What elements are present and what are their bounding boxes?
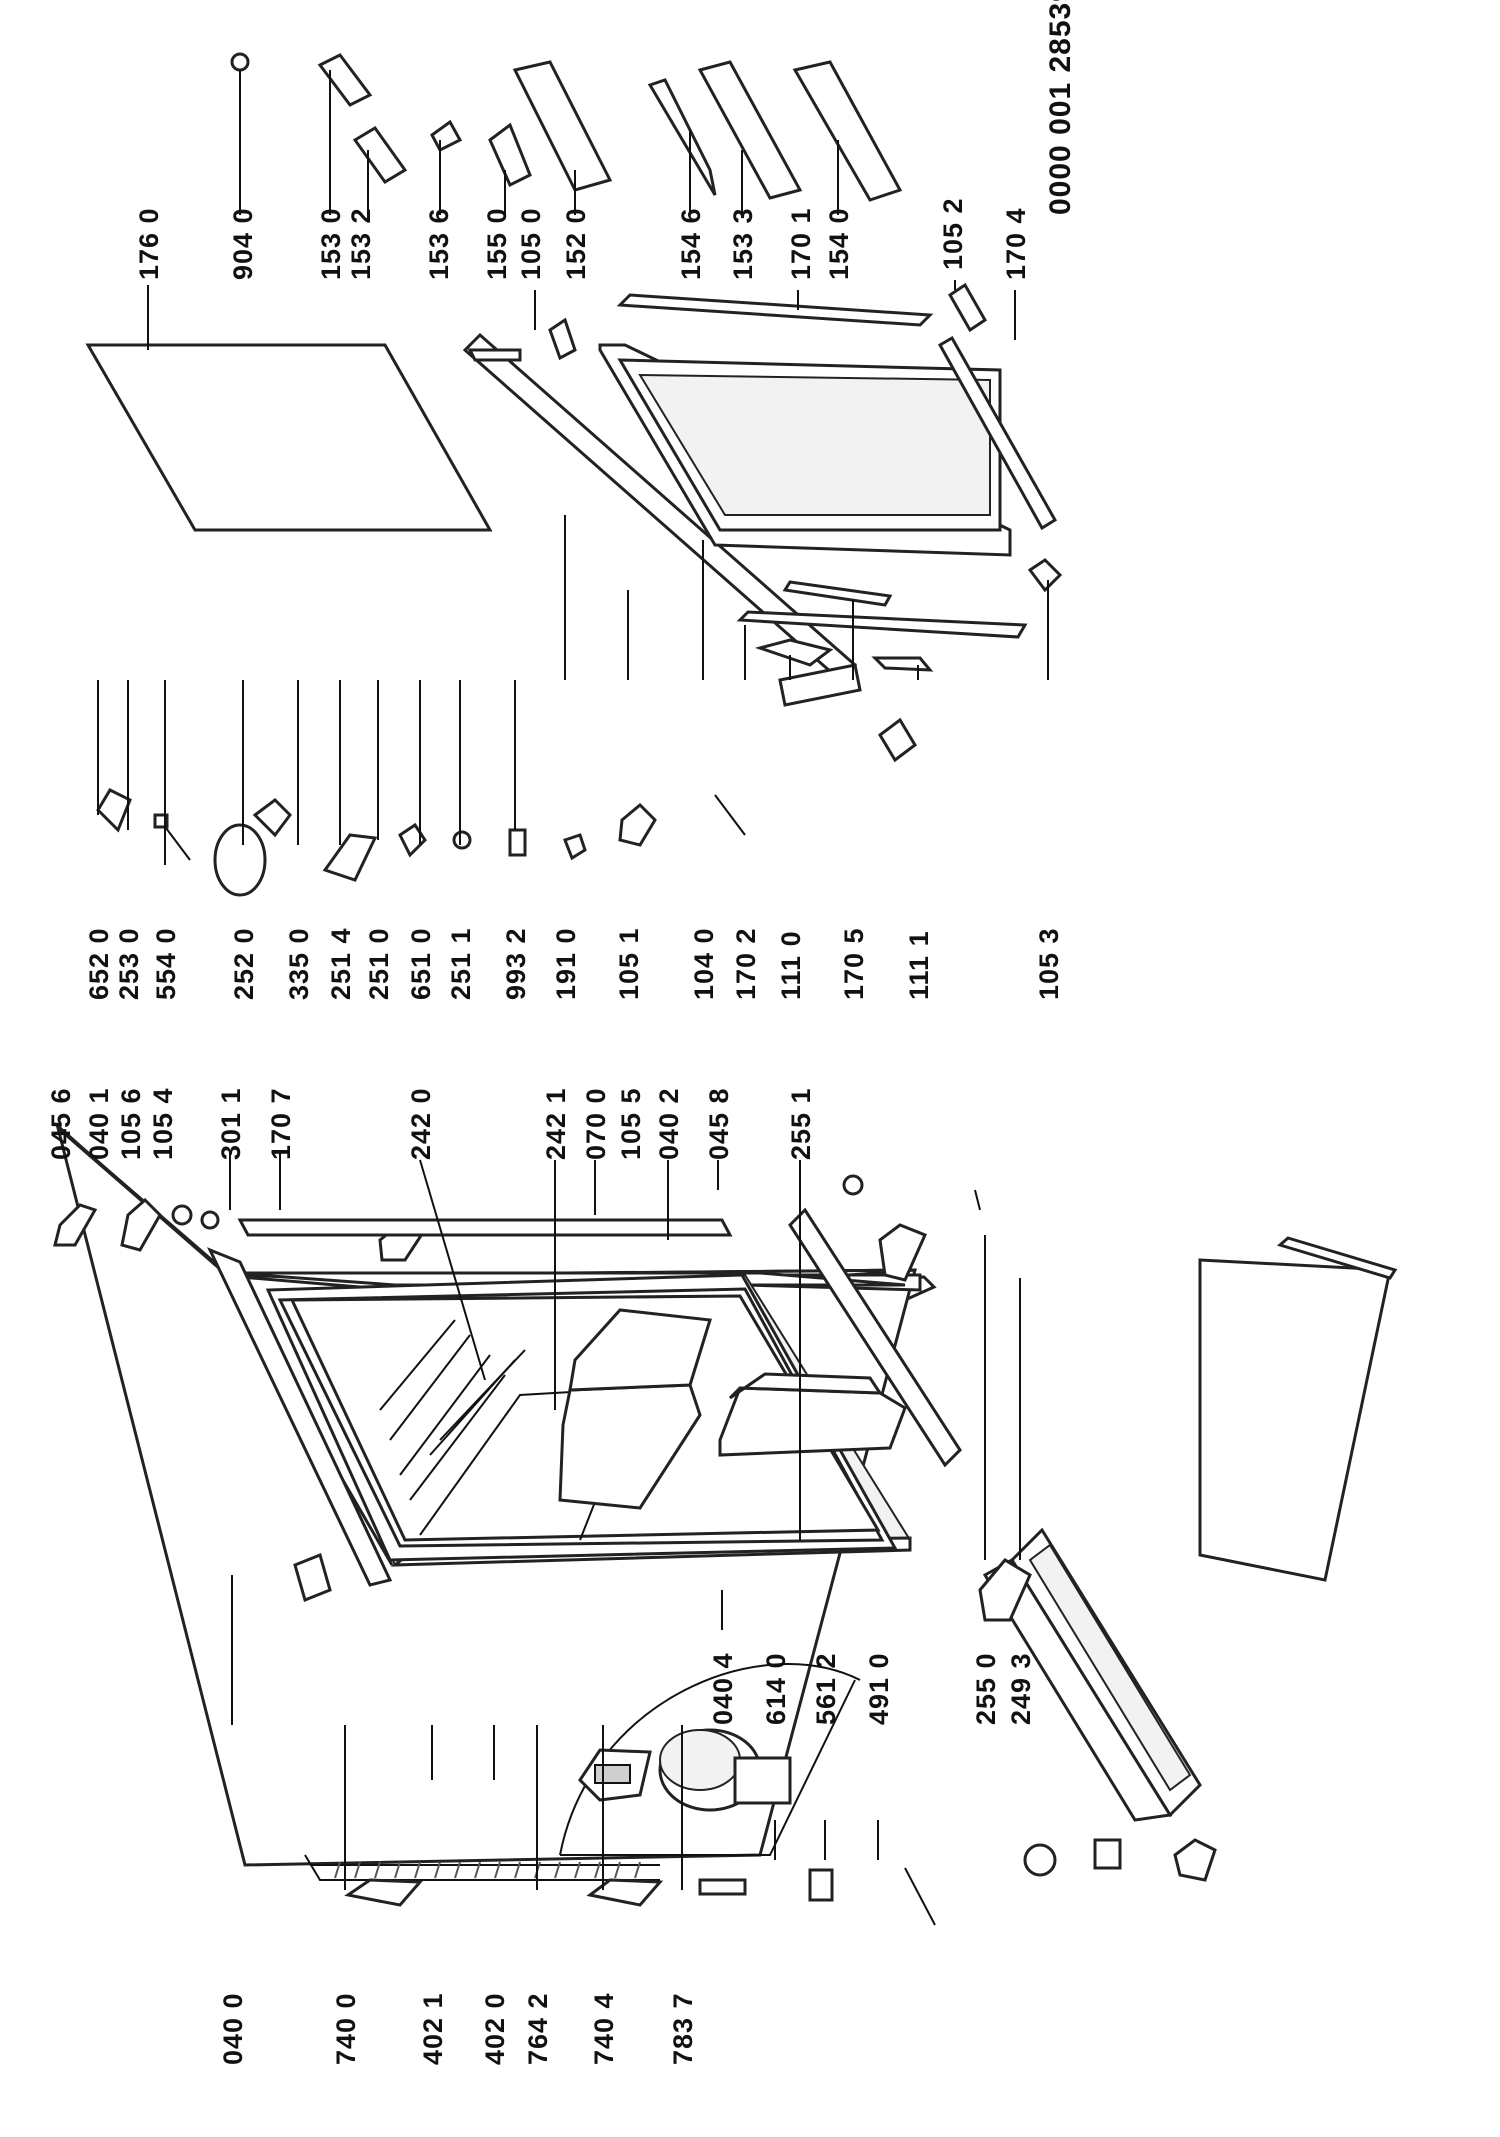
label-170-1: 170 1 (786, 207, 816, 280)
part-labels: 0000 001 28539 176 0 904 0 153 0 153 2 1… (46, 0, 1077, 2065)
label-105-1: 105 1 (614, 927, 644, 1000)
label-255-1: 255 1 (786, 1087, 816, 1160)
label-105-6: 105 6 (116, 1087, 146, 1160)
label-242-1: 242 1 (541, 1087, 571, 1160)
label-402-1: 402 1 (418, 1992, 448, 2065)
label-783-7: 783 7 (668, 1992, 698, 2065)
label-040-4: 040 4 (708, 1652, 738, 1725)
label-176-0: 176 0 (134, 207, 164, 280)
label-105-3: 105 3 (1034, 927, 1064, 1000)
label-652-0: 652 0 (84, 927, 114, 1000)
label-242-0: 242 0 (406, 1087, 436, 1160)
label-249-3: 249 3 (1006, 1652, 1036, 1725)
label-154-6: 154 6 (676, 207, 706, 280)
label-301-1: 301 1 (216, 1087, 246, 1160)
label-153-3: 153 3 (728, 207, 758, 280)
label-402-0: 402 0 (480, 1992, 510, 2065)
label-255-0: 255 0 (971, 1652, 1001, 1725)
leader-lines (97, 70, 1049, 1890)
label-040-0: 040 0 (218, 1992, 248, 2065)
label-170-5: 170 5 (839, 927, 869, 1000)
label-251-4: 251 4 (326, 927, 356, 1000)
label-153-0: 153 0 (316, 207, 346, 280)
label-191-0: 191 0 (551, 927, 581, 1000)
label-170-4: 170 4 (1001, 207, 1031, 280)
label-491-0: 491 0 (864, 1652, 894, 1725)
control-parts (85, 332, 1063, 897)
label-651-0: 651 0 (406, 927, 436, 1000)
label-554-0: 554 0 (151, 927, 181, 1000)
label-764-2: 764 2 (523, 1992, 553, 2065)
label-105-0: 105 0 (516, 207, 546, 280)
document-number: 0000 001 28539 (1044, 0, 1077, 215)
label-614-0: 614 0 (761, 1652, 791, 1725)
label-105-4: 105 4 (148, 1087, 178, 1160)
label-740-4: 740 4 (589, 1992, 619, 2065)
label-740-0: 740 0 (331, 1992, 361, 2065)
label-251-1: 251 1 (446, 927, 476, 1000)
label-153-2: 153 2 (346, 207, 376, 280)
cabinet (55, 1123, 937, 1907)
label-111-1: 111 1 (904, 930, 934, 1000)
label-251-0: 251 0 (364, 927, 394, 1000)
label-105-2: 105 2 (938, 197, 968, 270)
label-154-0: 154 0 (824, 207, 854, 280)
label-040-2: 040 2 (654, 1087, 684, 1160)
label-993-2: 993 2 (501, 927, 531, 1000)
label-111-0: 111 0 (776, 930, 806, 1000)
label-104-0: 104 0 (689, 927, 719, 1000)
label-152-0: 152 0 (561, 207, 591, 280)
label-561-2: 561 2 (811, 1652, 841, 1725)
label-170-7: 170 7 (266, 1087, 296, 1160)
label-045-8: 045 8 (704, 1087, 734, 1160)
label-904-0: 904 0 (228, 207, 258, 280)
label-335-0: 335 0 (284, 927, 314, 1000)
label-155-0: 155 0 (482, 207, 512, 280)
label-253-0: 253 0 (114, 927, 144, 1000)
label-070-0: 070 0 (581, 1087, 611, 1160)
label-045-6: 045 6 (46, 1087, 76, 1160)
label-170-2: 170 2 (731, 927, 761, 1000)
label-040-1: 040 1 (84, 1087, 114, 1160)
label-153-6: 153 6 (424, 207, 454, 280)
door-accessories (230, 52, 1058, 531)
label-105-5: 105 5 (616, 1087, 646, 1160)
label-252-0: 252 0 (229, 927, 259, 1000)
small-parts (53, 1174, 1398, 1926)
